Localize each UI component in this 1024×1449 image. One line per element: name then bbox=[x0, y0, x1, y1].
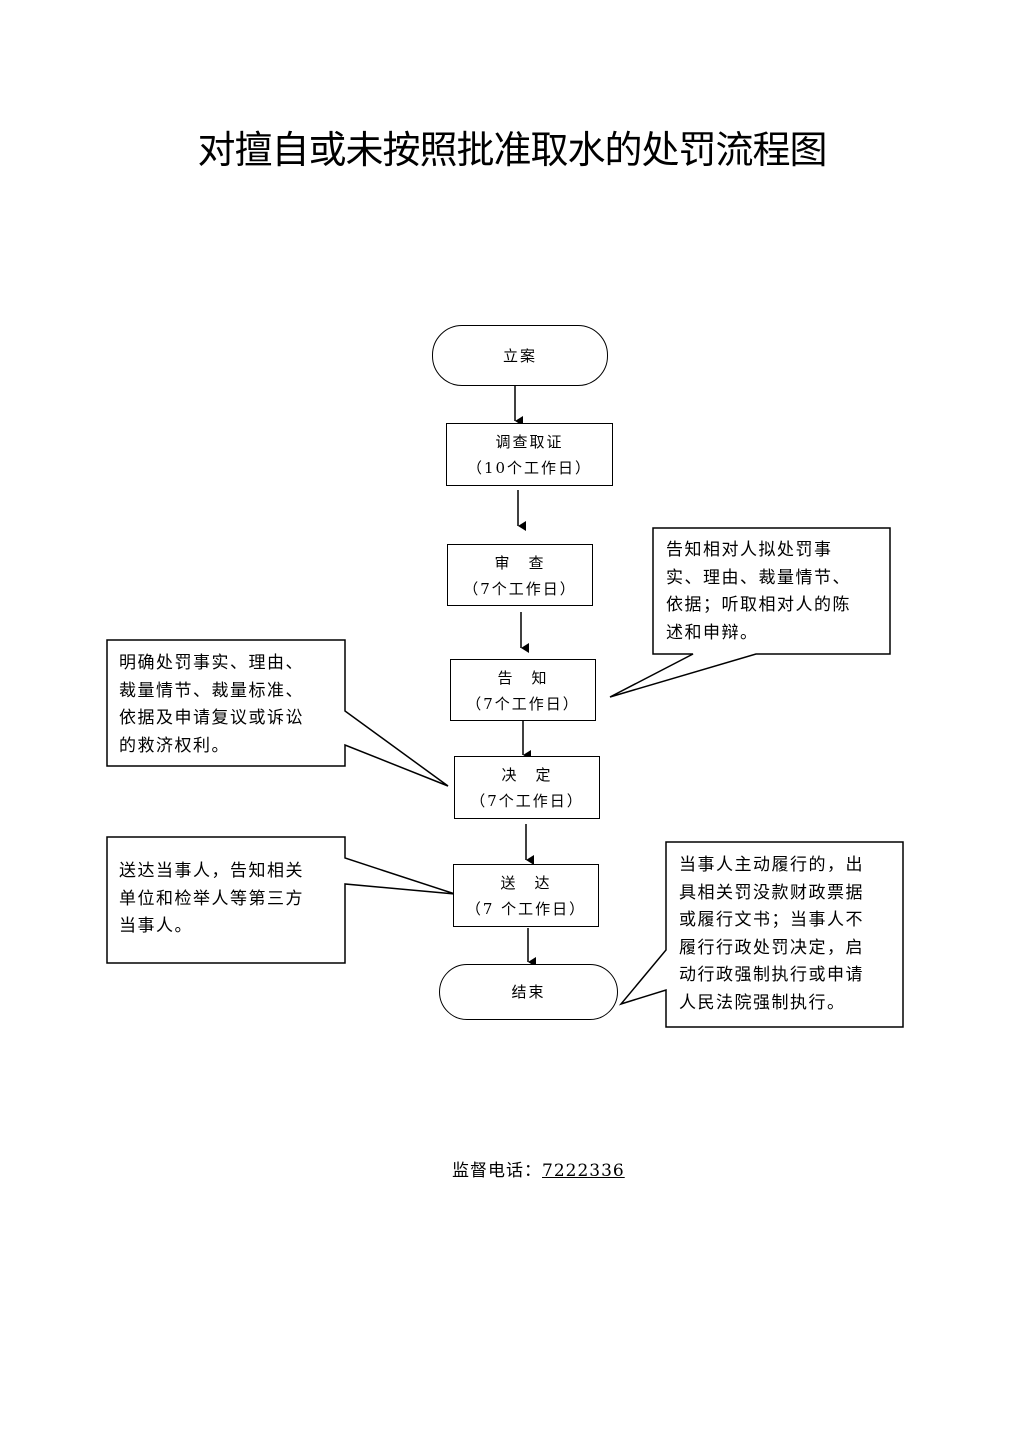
step-investigate: 调查取证 （10个工作日） bbox=[446, 423, 613, 486]
step-review: 审 查 （7个工作日） bbox=[447, 544, 593, 606]
step-review-duration: （7个工作日） bbox=[463, 580, 577, 598]
note-end-line: 当事人主动履行的，出 bbox=[679, 855, 864, 875]
note-notify-line: 实、理由、裁量情节、 bbox=[666, 567, 851, 588]
note-decide-line: 裁量情节、裁量标准、 bbox=[119, 680, 304, 701]
step-decide: 决 定 （7个工作日） bbox=[454, 756, 600, 819]
note-end-line: 履行行政处罚决定，启 bbox=[679, 937, 864, 958]
step-notify-duration: （7个工作日） bbox=[466, 695, 580, 713]
note-notify-line: 述和申辩。 bbox=[666, 622, 759, 643]
step-end-label: 结束 bbox=[511, 983, 546, 1001]
note-deliver-line: 当事人。 bbox=[119, 916, 193, 936]
step-review-label: 审 查 bbox=[494, 554, 546, 572]
note-decide-line: 依据及申请复议或诉讼 bbox=[119, 708, 304, 728]
callout-box-notify bbox=[609, 527, 891, 698]
note-deliver-line: 送达当事人，告知相关 bbox=[119, 861, 304, 881]
step-deliver: 送 达 （7 个工作日） bbox=[453, 864, 599, 927]
note-decide: 明确处罚事实、理由、 裁量情节、裁量标准、 依据及申请复议或诉讼 的救济权利。 bbox=[119, 650, 304, 760]
note-notify: 告知相对人拟处罚事 实、理由、裁量情节、 依据；听取相对人的陈 述和申辩。 bbox=[666, 537, 851, 647]
note-notify-line: 依据；听取相对人的陈 bbox=[666, 595, 851, 615]
note-notify-line: 告知相对人拟处罚事 bbox=[666, 540, 833, 560]
step-start: 立案 bbox=[432, 325, 608, 386]
page-title: 对擅自或未按照批准取水的处罚流程图 bbox=[197, 128, 827, 172]
note-end-line: 人民法院强制执行。 bbox=[679, 992, 846, 1013]
step-end: 结束 bbox=[439, 964, 618, 1020]
note-end-line: 或履行文书；当事人不 bbox=[679, 910, 864, 930]
note-deliver: 送达当事人，告知相关 单位和检举人等第三方 当事人。 bbox=[119, 858, 304, 941]
step-decide-label: 决 定 bbox=[501, 766, 553, 784]
step-investigate-duration: （10个工作日） bbox=[466, 459, 593, 477]
note-end-line: 动行政强制执行或申请 bbox=[679, 965, 864, 985]
supervision-phone-number: 7222336 bbox=[542, 1161, 625, 1181]
note-end: 当事人主动履行的，出 具相关罚没款财政票据 或履行文书；当事人不 履行行政处罚决… bbox=[679, 852, 864, 1017]
step-start-label: 立案 bbox=[502, 346, 537, 365]
step-decide-duration: （7个工作日） bbox=[470, 792, 584, 810]
callout-box-deliver bbox=[106, 836, 456, 964]
step-deliver-label: 送 达 bbox=[500, 874, 552, 892]
supervision-phone-label: 监督电话： bbox=[452, 1161, 542, 1181]
step-notify-label: 告 知 bbox=[497, 669, 549, 687]
note-decide-line: 明确处罚事实、理由、 bbox=[119, 653, 304, 673]
step-investigate-label: 调查取证 bbox=[495, 433, 564, 451]
note-deliver-line: 单位和检举人等第三方 bbox=[119, 888, 304, 909]
callout-box-end bbox=[618, 841, 904, 1028]
step-deliver-duration: （7 个工作日） bbox=[465, 900, 587, 918]
note-decide-line: 的救济权利。 bbox=[119, 735, 230, 756]
note-end-line: 具相关罚没款财政票据 bbox=[679, 882, 864, 903]
step-notify: 告 知 （7个工作日） bbox=[450, 659, 596, 721]
supervision-phone: 监督电话：7222336 bbox=[452, 1156, 625, 1181]
callout-box-decide bbox=[106, 639, 449, 787]
